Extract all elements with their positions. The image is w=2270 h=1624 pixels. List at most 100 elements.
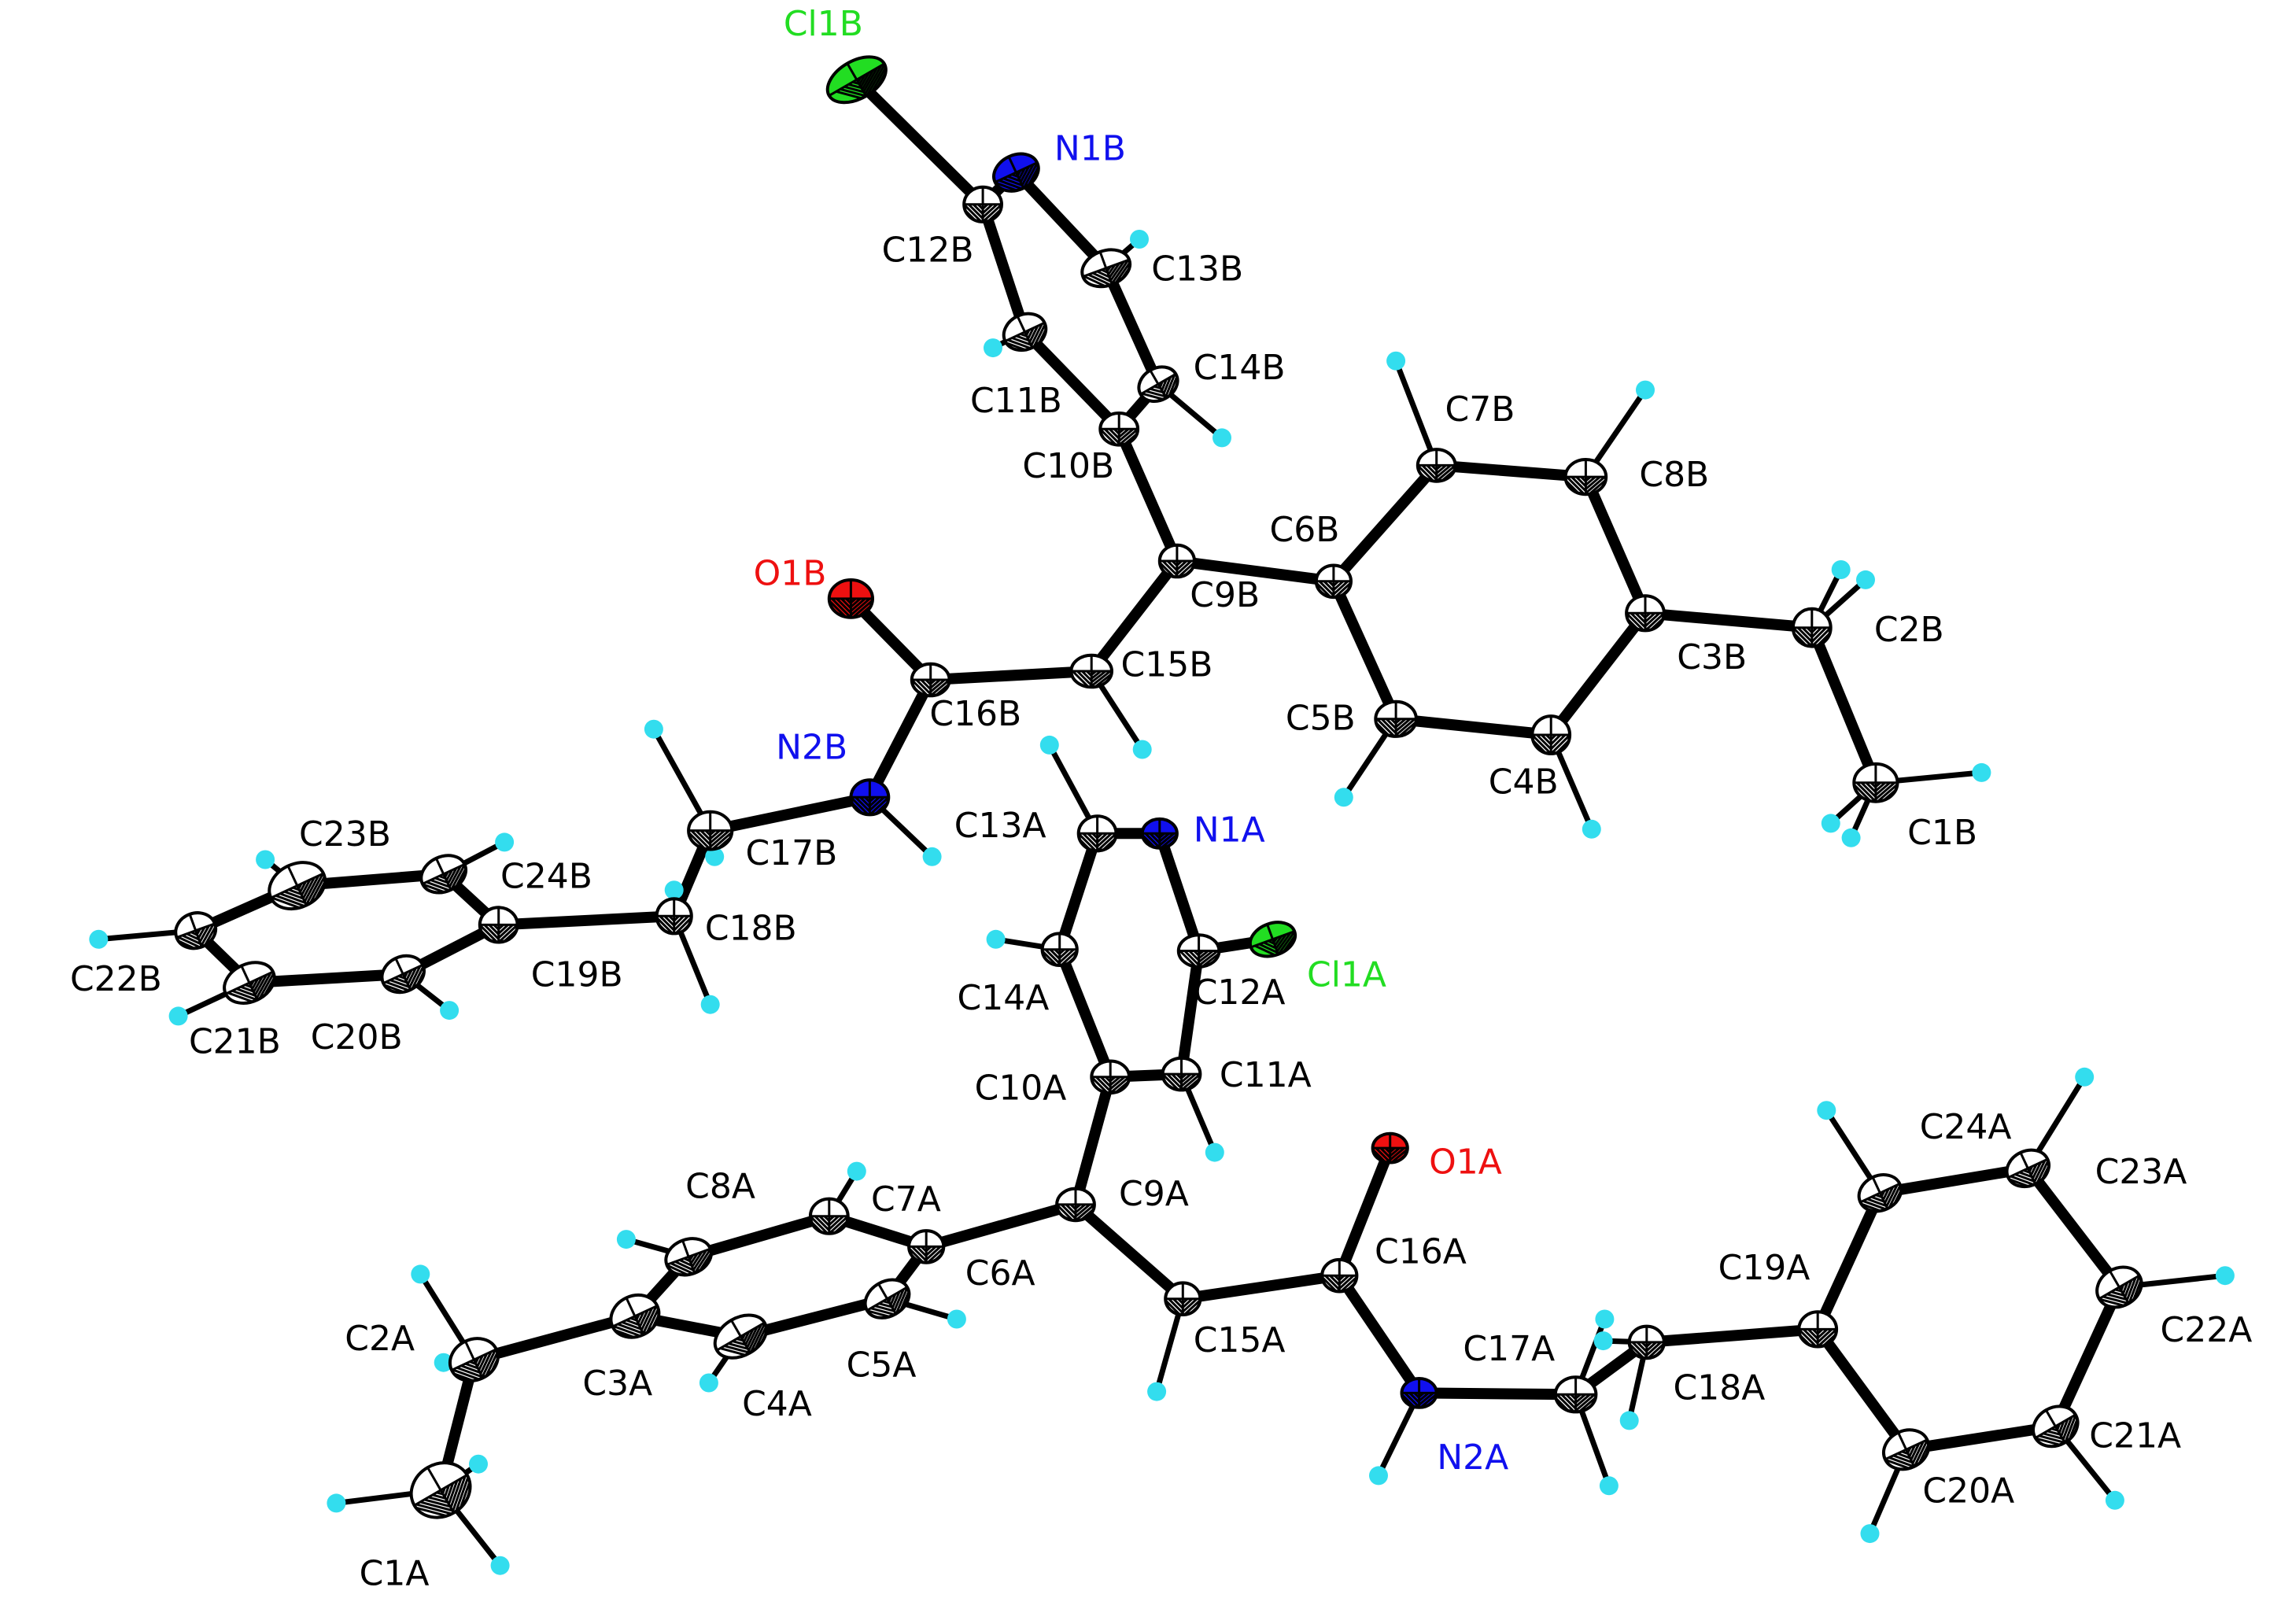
hydrogen-atom [1856,570,1875,589]
hydrogen-atom [2105,1490,2124,1510]
atom-label-C9B: C9B [1190,575,1260,615]
bond-C2B-C1B [1806,622,1881,788]
atom-label-C18A: C18A [1673,1368,1765,1408]
bond-C3B-C4B [1545,607,1651,740]
bond-C7B-C8B [1430,460,1592,483]
atom-label-C2A: C2A [345,1319,415,1359]
atoms-layer [172,55,2145,1522]
atom-C10A [1090,1059,1131,1095]
h-bond-C7B [1393,358,1440,468]
bond-C13B-C14B [1100,262,1164,390]
atom-label-C24A: C24A [1920,1107,2012,1147]
atom-label-C16B: C16B [929,694,1021,734]
atom-C20B [380,954,430,997]
atom-C13B [1080,248,1135,292]
bond-C10A-C9A [1070,1071,1117,1210]
bond-C3A-C2A [468,1310,640,1366]
hydrogen-atom [1147,1382,1167,1401]
atom-label-C20B: C20B [311,1017,403,1057]
bond-C9A-C15A [1070,1198,1189,1305]
atom-label-C20A: C20A [1922,1471,2014,1511]
atom-label-C3B: C3B [1677,637,1747,677]
atom-label-C10B: C10B [1022,446,1114,486]
atom-C5A [863,1278,914,1321]
atom-C17B [687,810,734,851]
bonds-layer [190,74,2125,1496]
hydrogen-atom [256,850,275,869]
atom-C1B [1852,762,1899,803]
atom-Cl1B [825,55,894,105]
bond-C16B-N2B [864,674,936,803]
hydrogen-atom [2075,1067,2095,1087]
hydrogen-atom [1132,740,1152,759]
atom-C15B [1069,653,1113,689]
atom-label-N2A: N2A [1437,1438,1508,1478]
atom-C7B [1416,448,1457,483]
atom-label-C6B: C6B [1270,510,1340,550]
bond-N1B-C13B [1010,167,1112,274]
atom-C18A [1627,1324,1666,1360]
atom-label-C8A: C8A [685,1167,755,1207]
atom-label-C19A: C19A [1718,1248,1810,1288]
atom-label-Cl1A: Cl1A [1307,955,1386,995]
bond-C10B-C11B [1019,326,1125,435]
atom-label-C17A: C17A [1463,1329,1555,1369]
hydrogen-atom [1582,819,1601,839]
bond-C15B-C16B [925,666,1098,685]
hydrogen-atom [922,847,942,866]
atom-label-C14A: C14A [957,978,1049,1018]
bond-C10A-C14A [1054,943,1117,1083]
atom-C9A [1055,1187,1096,1223]
atom-label-C4B: C4B [1489,762,1559,803]
hydrogen-atom [699,1373,718,1393]
atom-C19A [1797,1310,1839,1349]
atom-label-C13B: C13B [1151,249,1243,290]
hydrogen-atom [440,1001,460,1021]
atom-C16B [910,662,951,698]
atom-C18B [655,897,693,936]
atom-C9B [1157,543,1197,579]
hydrogen-atom [1841,828,1861,847]
bond-C16A-O1A [1334,1142,1396,1282]
atom-label-C2B: C2B [1874,610,1944,650]
atom-C2A [448,1337,505,1387]
atom-C8A [664,1237,717,1280]
hydrogen-atom [1205,1142,1224,1162]
bond-C8B-C3B [1580,471,1651,619]
hydrogen-atom [1821,814,1840,833]
hydrogen-atom [947,1309,966,1329]
atom-C7A [808,1197,850,1235]
atom-C21B [223,961,281,1006]
hydrogen-atom [705,847,725,866]
hydrogen-atom [89,929,109,949]
hydrogen-atom [495,832,515,852]
atom-N1A [1140,817,1179,850]
atom-C8B [1563,457,1608,496]
hydrogen-atom [1599,1476,1619,1496]
hydrogen-atom [664,880,684,900]
atom-O1A [1371,1131,1409,1164]
bond-C24A-C23A [1874,1162,2034,1199]
bond-C11B-C12B [977,198,1031,338]
atom-label-C1B: C1B [1907,813,1977,853]
atom-label-N1A: N1A [1194,810,1265,851]
bond-C23A-C22A [2022,1162,2125,1293]
bond-C5B-C6B [1327,575,1402,725]
atom-C4B [1530,714,1572,755]
bond-N1A-C12A [1153,828,1205,957]
atom-label-C12A: C12A [1194,973,1286,1013]
hydrogen-atom [1831,560,1851,579]
bond-C9B-C15B [1086,555,1183,677]
atom-C19B [478,906,519,944]
hydrogen-atom [986,929,1006,949]
atom-label-C17B: C17B [745,833,837,873]
atom-label-C23B: C23B [299,814,391,854]
atom-C24B [419,854,471,897]
bond-C18A-C19A [1641,1323,1824,1348]
hydrogen-atom [1817,1101,1836,1120]
atom-C20A [1882,1428,1933,1472]
bond-C12A-C11A [1176,945,1205,1080]
atom-label-C12B: C12B [882,231,974,271]
hydrogen-atom [168,1006,188,1026]
